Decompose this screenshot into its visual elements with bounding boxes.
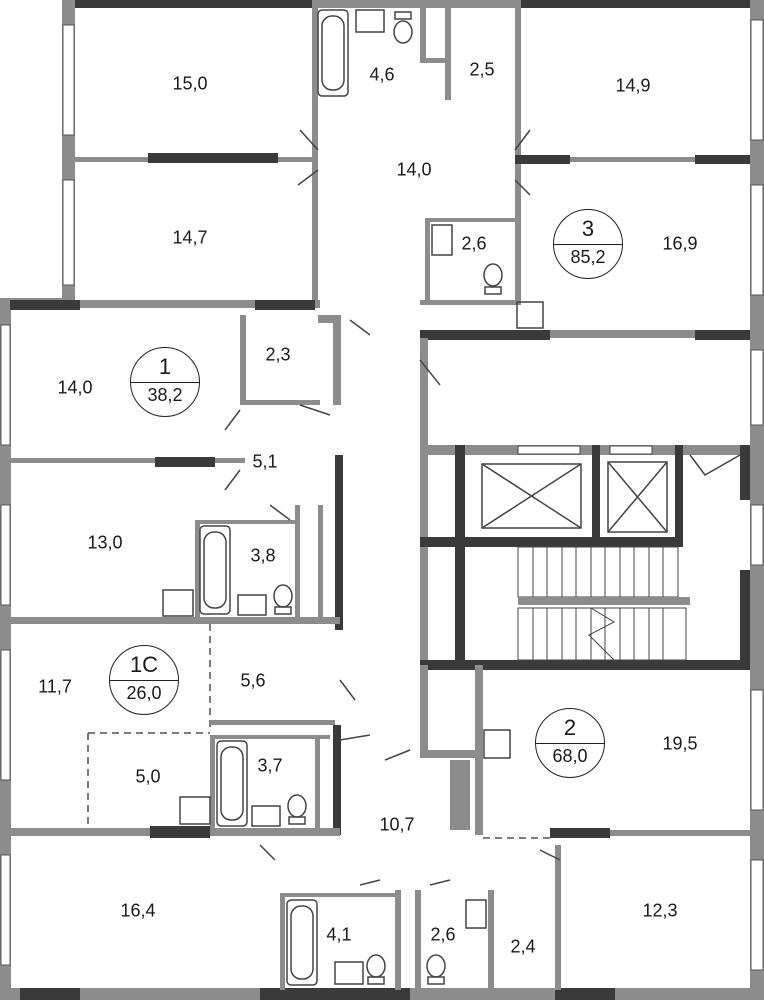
apartment-area: 85,2 [570,247,606,267]
apartment-area: 68,0 [552,746,588,766]
apartment-number: 2 [563,715,577,740]
room-area: 3,7 [257,755,283,776]
elevator-icon [481,461,668,533]
sink-icon [162,9,544,985]
room-area: 16,9 [662,233,698,254]
room-area: 15,0 [172,73,208,94]
room-area: 5,6 [240,670,266,691]
apartment-number: 1С [129,652,159,677]
bathtub-icon [199,9,349,986]
apartment-badge: 1 38,2 [130,347,200,417]
room-area: 10,7 [379,814,415,835]
room-area: 2,5 [469,59,495,80]
room-area: 14,9 [615,75,651,96]
room-area: 3,8 [250,545,276,566]
apartment-badge: 3 85,2 [553,209,623,279]
apartment-area: 26,0 [126,683,162,703]
toilet-icon [273,11,503,985]
room-area: 4,1 [326,924,352,945]
room-area: 2,4 [510,936,536,957]
apartment-badge: 1С 26,0 [109,645,179,715]
room-area: 14,0 [396,159,432,180]
apartment-number: 1 [158,354,172,379]
room-area: 14,7 [172,227,208,248]
room-area: 13,0 [87,532,123,553]
room-area: 14,0 [57,377,93,398]
room-area: 5,0 [135,766,161,787]
room-area: 16,4 [120,900,156,921]
apartment-badge: 2 68,0 [535,708,605,778]
room-area: 12,3 [642,900,678,921]
apartment-area: 38,2 [147,385,183,405]
door-icon [224,129,741,886]
room-area: 2,6 [430,924,456,945]
room-area: 4,6 [369,64,395,85]
room-area: 5,1 [252,451,278,472]
room-area: 11,7 [38,676,72,697]
room-area: 19,5 [662,733,698,754]
room-area: 2,3 [265,344,291,365]
apartment-number: 3 [581,216,595,241]
stairs-icon [517,546,687,661]
room-area: 2,6 [461,233,487,254]
